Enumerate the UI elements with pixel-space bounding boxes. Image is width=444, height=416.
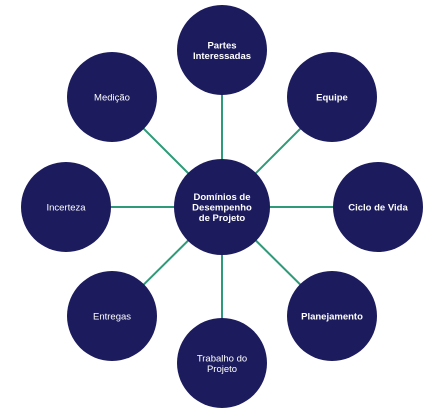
node-circle-trabalho-do-projeto: [177, 318, 267, 408]
node-equipe-label: Equipe: [316, 93, 348, 104]
node-circle-entregas: [67, 271, 157, 361]
node-ciclo-de-vida-label: Ciclo de Vida: [348, 203, 408, 214]
node-planejamento-label: Planejamento: [301, 312, 363, 323]
node-partes-interessadas-label: Partes: [207, 40, 236, 51]
center-label: de Projeto: [199, 213, 246, 224]
node-planejamento: Planejamento: [287, 271, 377, 361]
center-label: Domínios de: [193, 192, 250, 203]
node-circle-planejamento: [287, 271, 377, 361]
node-entregas: Entregas: [67, 271, 157, 361]
node-trabalho-do-projeto-label: Trabalho do: [197, 353, 247, 364]
node-medicao-label: Medição: [94, 93, 130, 104]
center-circle: [174, 159, 270, 255]
node-circle-ciclo-de-vida: [333, 162, 423, 252]
node-incerteza-label: Incerteza: [46, 203, 86, 214]
node-circle-equipe: [287, 52, 377, 142]
node-trabalho-do-projeto-label: Projeto: [207, 364, 237, 375]
node-equipe: Equipe: [287, 52, 377, 142]
node-circle-incerteza: [21, 162, 111, 252]
center-label: Desempenho: [192, 203, 252, 214]
node-ciclo-de-vida: Ciclo de Vida: [333, 162, 423, 252]
node-partes-interessadas-label: Interessadas: [193, 51, 251, 62]
node-incerteza: Incerteza: [21, 162, 111, 252]
node-circle-medicao: [67, 52, 157, 142]
node-circle-partes-interessadas: [177, 5, 267, 95]
node-medicao: Medição: [67, 52, 157, 142]
node-entregas-label: Entregas: [93, 312, 131, 323]
